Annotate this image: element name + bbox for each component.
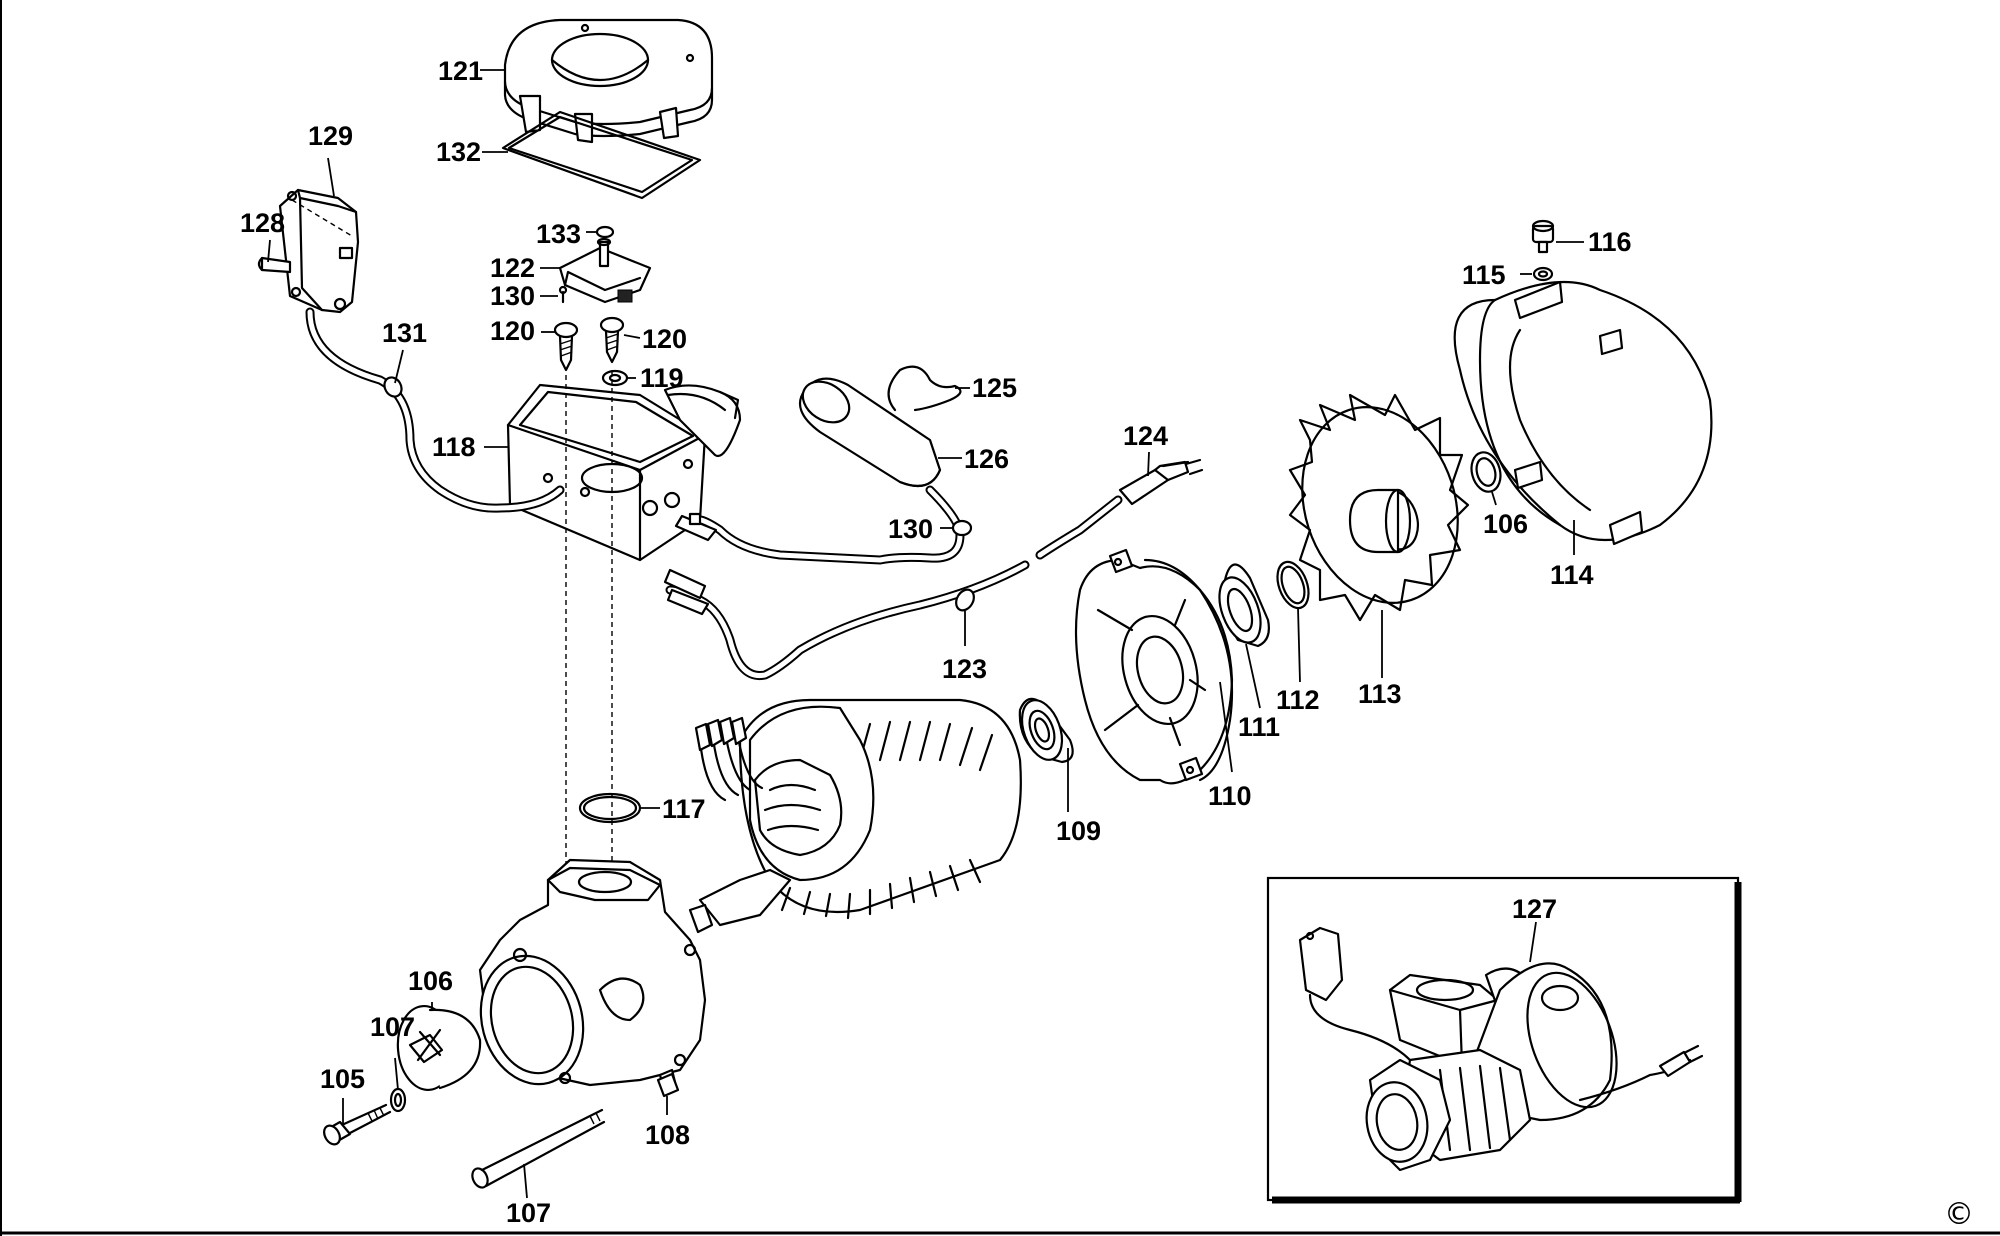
- part-111-seal: [1218, 563, 1270, 648]
- part-130-small-screw: [558, 285, 568, 304]
- part-106-ring-right: [1470, 451, 1502, 493]
- label-128: 128: [240, 208, 285, 238]
- part-129-pressure-switch: [257, 188, 360, 314]
- inset-assembled-pump: [1298, 926, 1704, 1172]
- label-122: 122: [490, 253, 535, 283]
- label-113: 113: [1358, 679, 1402, 709]
- label-105: 105: [320, 1064, 365, 1094]
- label-115: 115: [1462, 260, 1506, 290]
- part-114-fan-cover: [1453, 280, 1713, 546]
- label-129: 129: [308, 121, 353, 151]
- label-121: 121: [438, 56, 483, 86]
- label-120-left: 120: [490, 316, 535, 346]
- part-118-terminal-box: [506, 383, 742, 562]
- label-112: 112: [1276, 685, 1320, 715]
- label-127: 127: [1512, 894, 1557, 924]
- part-126-capacitor: [798, 377, 942, 488]
- part-122-switch-plate: [558, 237, 652, 304]
- label-106-right: 106: [1483, 509, 1528, 539]
- part-105-bolt: [323, 1103, 392, 1146]
- pump-housing: [478, 858, 707, 1092]
- part-115-washer: [1532, 266, 1554, 282]
- part-116-screw: [1531, 219, 1555, 254]
- part-109-bearing: [1018, 697, 1074, 764]
- part-112-ring: [1276, 560, 1310, 610]
- label-118: 118: [432, 432, 476, 462]
- part-113-fan: [1288, 393, 1470, 622]
- label-107-rod: 107: [506, 1198, 551, 1228]
- part-119-washer: [601, 369, 629, 387]
- label-124: 124: [1123, 421, 1168, 451]
- part-131-switch-cable: [305, 307, 565, 513]
- part-132-gasket: [501, 110, 702, 200]
- label-116: 116: [1588, 227, 1632, 257]
- label-123: 123: [942, 654, 987, 684]
- label-114: 114: [1550, 560, 1594, 590]
- part-117-o-ring: [578, 792, 642, 824]
- label-111: 111: [1238, 712, 1280, 742]
- part-107-small-washer: [389, 1087, 407, 1113]
- label-126: 126: [964, 444, 1009, 474]
- part-108-nut: [656, 1072, 680, 1098]
- label-130-cable: 130: [888, 514, 933, 544]
- label-119: 119: [640, 363, 684, 393]
- copyright-symbol: ©: [1944, 1197, 1974, 1232]
- label-120-right: 120: [642, 324, 687, 354]
- motor-stator-rotor: [688, 698, 1022, 934]
- part-120-screw-left: [553, 321, 579, 372]
- part-133-ring: [595, 225, 615, 239]
- part-110-end-shield: [1074, 548, 1234, 785]
- label-108: 108: [645, 1120, 690, 1150]
- label-133: 133: [536, 219, 581, 249]
- part-125-clip: [887, 365, 962, 412]
- part-124-plug: [1118, 458, 1204, 506]
- part-labels: 121 132 129 128 133 122 130 120 120 131 …: [240, 56, 1632, 1228]
- part-120-screw-right: [599, 316, 625, 364]
- label-131: 131: [382, 318, 427, 348]
- label-130: 130: [490, 281, 535, 311]
- assembly-line-switch: [291, 199, 353, 237]
- part-123-mains-cable: [663, 495, 1123, 681]
- label-109: 109: [1056, 816, 1101, 846]
- label-125: 125: [972, 373, 1017, 403]
- label-110: 110: [1208, 781, 1252, 811]
- leader-lines: [267, 69, 1584, 1199]
- part-107-tie-rod: [471, 1108, 606, 1189]
- part-121-terminal-cover: [503, 18, 714, 144]
- label-132: 132: [436, 137, 481, 167]
- capacitor-leads: [674, 485, 973, 565]
- label-117: 117: [662, 794, 706, 824]
- label-106-impeller: 106: [408, 966, 453, 996]
- part-106-impeller: [396, 1004, 482, 1092]
- label-107-washer: 107: [370, 1012, 415, 1042]
